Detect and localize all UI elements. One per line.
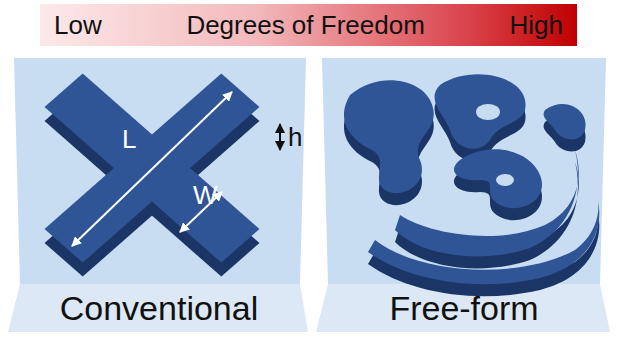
scale-label: Low xyxy=(54,10,102,41)
dimension-label: L xyxy=(122,124,136,155)
free-form-structure xyxy=(344,74,599,296)
substrate-slab xyxy=(316,58,610,332)
dimension-label: h xyxy=(288,122,302,153)
dimension-label: W xyxy=(193,180,218,211)
panel-label-box: Free-form xyxy=(318,284,610,332)
panel-label-box: Conventional xyxy=(10,284,308,332)
scale-label: High xyxy=(510,10,563,41)
gradient-band: Low Degrees of Freedom High xyxy=(40,4,577,46)
panel-title: Conventional xyxy=(60,289,258,328)
substrate-slab xyxy=(8,58,308,332)
panel-title: Free-form xyxy=(389,289,538,328)
cross-structure xyxy=(0,12,329,337)
scale-label: Degrees of Freedom xyxy=(186,10,424,41)
